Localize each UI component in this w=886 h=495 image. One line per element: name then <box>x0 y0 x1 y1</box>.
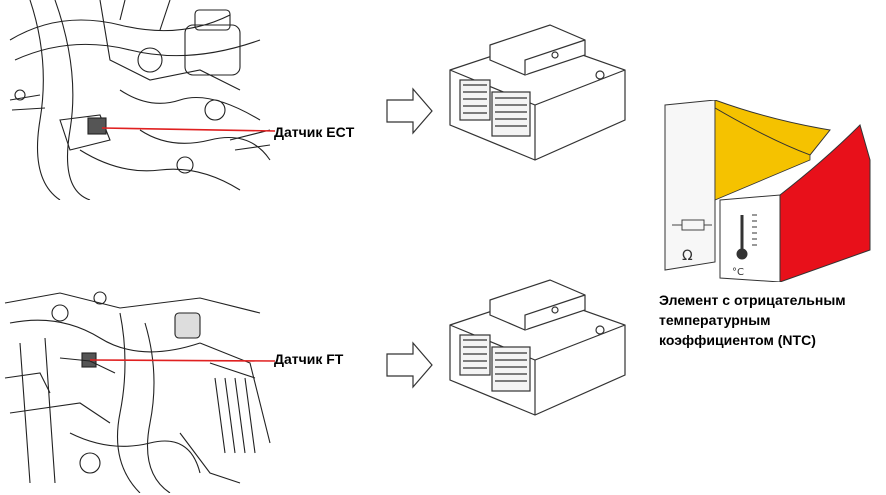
arrow-right-icon <box>386 341 433 389</box>
engine-bay-ect-drawing <box>9 0 275 200</box>
ntc-caption-line: коэффициентом (NTC) <box>659 332 816 348</box>
engine-bay-ft-drawing <box>4 291 275 493</box>
ecu-unit-drawing <box>449 279 626 416</box>
ft-pointer-line <box>89 359 275 362</box>
ect-pointer-line <box>101 127 275 132</box>
resistor-icon <box>672 219 712 231</box>
ntc-caption: Элемент с отрицательным температурным ко… <box>659 290 884 350</box>
ntc-element-illustration: Ω °C <box>664 100 871 282</box>
ecu-unit-drawing <box>449 24 626 161</box>
ect-sensor-label: Датчик ECT <box>274 124 355 140</box>
arrow-right-icon <box>386 87 433 135</box>
thermometer-icon <box>736 214 757 260</box>
ohm-symbol: Ω <box>682 248 693 264</box>
ft-sensor-label: Датчик FT <box>274 351 344 367</box>
celsius-symbol: °C <box>732 267 744 278</box>
ntc-caption-line: Элемент с отрицательным <box>659 292 846 308</box>
ntc-caption-line: температурным <box>659 312 771 328</box>
